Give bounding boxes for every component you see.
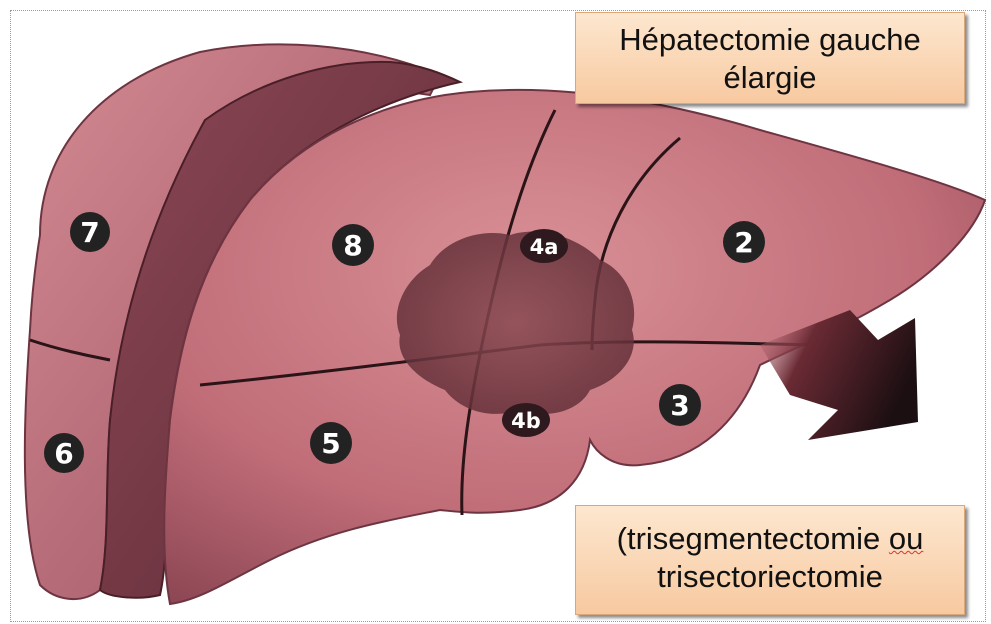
segment-label-4b: 4b — [502, 403, 550, 437]
subtitle-line-1: (trisegmentectomie ou — [576, 520, 964, 558]
title-line-2: élargie — [576, 59, 964, 97]
svg-text:5: 5 — [321, 427, 340, 460]
subtitle-line-2: trisectoriectomie — [576, 558, 964, 596]
svg-text:8: 8 — [343, 229, 362, 262]
segment-label-4a: 4a — [520, 229, 568, 263]
svg-text:3: 3 — [670, 389, 689, 422]
svg-text:7: 7 — [80, 216, 99, 249]
svg-text:6: 6 — [54, 437, 73, 470]
segment-label-2: 2 — [723, 221, 765, 263]
segment-label-3: 3 — [659, 384, 701, 426]
segment-label-5: 5 — [310, 422, 352, 464]
segment-label-8: 8 — [332, 224, 374, 266]
svg-text:2: 2 — [734, 226, 753, 259]
svg-text:4a: 4a — [530, 235, 559, 259]
subtitle-spellcheck-word: ou — [889, 521, 923, 556]
segment-label-7: 7 — [70, 212, 110, 252]
title-callout: Hépatectomie gauche élargie — [575, 12, 965, 104]
subtitle-callout: (trisegmentectomie ou trisectoriectomie — [575, 505, 965, 615]
title-line-1: Hépatectomie gauche — [576, 21, 964, 59]
subtitle-line-1-text: (trisegmentectomie — [617, 521, 889, 556]
svg-text:4b: 4b — [511, 409, 541, 433]
segment-label-6: 6 — [44, 433, 84, 473]
